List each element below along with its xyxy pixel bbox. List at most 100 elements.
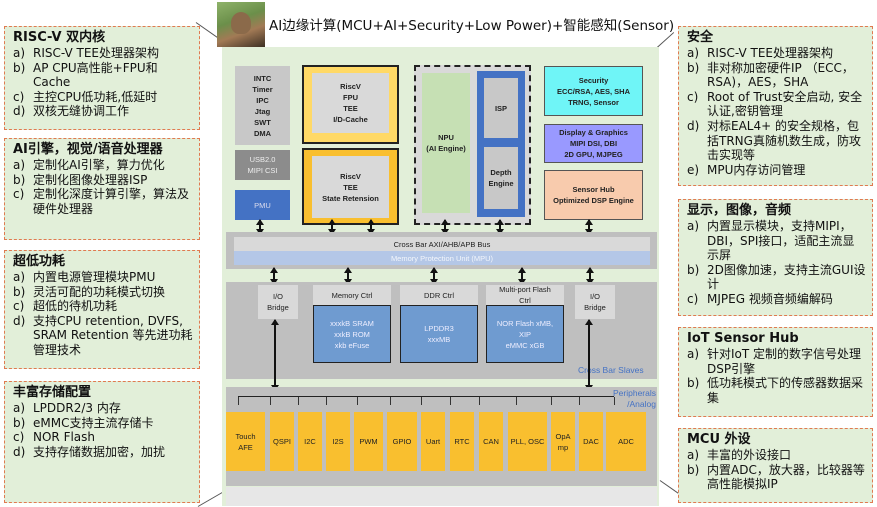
list-item: a)RISC-V TEE处理器架构	[13, 46, 160, 60]
crossbar-slaves-label: Cross Bar Slaves	[578, 365, 644, 375]
mcu-cpu-block: RiscV TEE State Retension	[312, 156, 389, 218]
peripheral-tick	[421, 397, 422, 405]
peripheral-adc: ADC	[606, 412, 646, 471]
list-item: b)定制化图像处理器ISP	[13, 172, 148, 187]
list-item: c)Root of Trust安全启动, 安全认证,密钥管理	[687, 89, 863, 119]
panel-title: RISC-V 双内核	[13, 30, 106, 45]
peripheral-pwm: PWM	[354, 412, 383, 471]
list-item: c)定制化深度计算引擎，算法及硬件处理器	[13, 187, 190, 216]
peripheral-tick	[298, 397, 299, 405]
mpu-block: Memory Protection Unit (MPU)	[234, 251, 650, 265]
peripheral-uart: Uart	[421, 412, 445, 471]
memory-ctrl-detail: xxxkB SRAM xxkB ROM xkb eFuse	[313, 305, 391, 363]
panel-title: MCU 外设	[687, 432, 751, 447]
list-item: c)NOR Flash	[13, 430, 96, 445]
peripheral-tick	[551, 397, 552, 405]
sensor-hub-block: Sensor Hub Optimized DSP Engine	[544, 170, 643, 220]
panel-mcu-peripherals: MCU 外设 a)丰富的外设接口 b)内置ADC，放大器，比较器等高性能模拟IP	[678, 428, 873, 503]
peripheral-i2c: I2C	[298, 412, 322, 471]
panel-title: 丰富存储配置	[13, 385, 92, 400]
list-item: c)超低的待机功耗	[13, 299, 118, 314]
ddr-ctrl-detail: LPDDR3 xxxMB	[400, 305, 478, 363]
peripheral-can: CAN	[479, 412, 503, 471]
panel-storage: 丰富存储配置 a)LPDDR2/3 内存 b)eMMC支持主流存储卡 c)NOR…	[4, 381, 200, 503]
list-item: c)主控CPU低功耗,低延时	[13, 89, 158, 104]
flash-ctrl-detail: NOR Flash xMB, XIP eMMC xGB	[486, 305, 564, 363]
peripheral-touch-afe: Touch AFE	[226, 412, 265, 471]
peripheral-pll-osc: PLL, OSC	[508, 412, 547, 471]
panel-security: 安全 a)RISC-V TEE处理器架构 b)非对称加密硬件IP （ECC，RS…	[678, 26, 873, 186]
list-item: b)灵活可配的功耗模式切换	[13, 284, 166, 299]
panel-display: 显示，图像，音频 a)内置显示模块，支持MIPI，DBI，SPI接口，适配主流显…	[678, 199, 873, 316]
crossbar-bus: Cross Bar AXI/AHB/APB Bus	[234, 237, 650, 251]
list-item: b)2D图像加速，支持主流GUI设计	[687, 262, 866, 292]
peripheral-tick	[326, 397, 327, 405]
list-item: b)非对称加密硬件IP （ECC，RSA)，AES，SHA	[687, 60, 854, 90]
ap-cpu-block: RiscV FPU TEE I/D-Cache	[312, 73, 389, 133]
peripheral-tick	[479, 397, 480, 405]
peripherals-label: Peripherals /Analog	[613, 388, 656, 409]
list-item: d)支持存储数据加密，加扰	[13, 444, 166, 459]
peripheral-dac: DAC	[579, 412, 603, 471]
peripheral-tick	[390, 397, 391, 405]
peripheral-tick	[614, 397, 615, 405]
peripheral-opa-mp: OpA mp	[551, 412, 575, 471]
depth-engine-block: Depth Engine	[484, 147, 518, 209]
system-block: INTC Timer IPC Jtag SWT DMA	[235, 66, 290, 145]
list-item: d)双核无缝协调工作	[13, 104, 130, 119]
display-graphics-block: Display & Graphics MIPI DSI, DBI 2D GPU,…	[544, 124, 643, 163]
peripheral-tick	[238, 397, 239, 405]
bottom-strip	[226, 487, 657, 506]
isp-block: ISP	[484, 78, 518, 138]
io-bridge-left: I/O Bridge	[258, 285, 298, 319]
panel-risc-v: RISC-V 双内核 a)RISC-V TEE处理器架构 b)AP CPU高性能…	[4, 26, 200, 130]
logo	[217, 2, 265, 47]
panel-title: AI引擎，视觉/语音处理器	[13, 142, 163, 157]
connector-line	[197, 491, 225, 507]
npu-block: NPU (AI Engine)	[422, 73, 470, 213]
list-item: a)内置显示模块，支持MIPI，DBI，SPI接口，适配主流显示屏	[687, 219, 855, 263]
peripheral-qspi: QSPI	[270, 412, 294, 471]
peripheral-i2s: I2S	[326, 412, 350, 471]
panel-ai-engine: AI引擎，视觉/语音处理器 a)定制化AI引擎，算力优化 b)定制化图像处理器I…	[4, 138, 200, 240]
list-item: b)AP CPU高性能+FPU和Cache	[13, 60, 158, 90]
panel-title: IoT Sensor Hub	[687, 331, 799, 346]
bridge-arrow	[271, 319, 279, 391]
list-item: a)内置电源管理模块PMU	[13, 270, 156, 284]
panel-sensor-hub: IoT Sensor Hub a)针对IoT 定制的数字信号处理DSP引擎 b)…	[678, 327, 873, 417]
list-item: d)对标EAL4+ 的安全规格，包括TRNG真随机数生成，防攻击实现等	[687, 118, 861, 163]
peripheral-tick	[357, 397, 358, 405]
panel-title: 超低功耗	[13, 254, 66, 269]
peripheral-tick	[450, 397, 451, 405]
list-item: b)内置ADC，放大器，比较器等高性能模拟IP	[687, 462, 865, 492]
list-item: c)MJPEG 视频音频编解码	[687, 291, 833, 306]
peripheral-tick	[270, 397, 271, 405]
peripheral-rtc: RTC	[450, 412, 474, 471]
security-block: Security ECC/RSA, AES, SHA TRNG, Sensor	[544, 66, 643, 116]
peripheral-tick	[579, 397, 580, 405]
memory-ctrl-header: Memory Ctrl	[313, 285, 391, 305]
list-item: a)LPDDR2/3 内存	[13, 401, 121, 415]
list-item: a)定制化AI引擎，算力优化	[13, 158, 165, 172]
ddr-ctrl-header: DDR Ctrl	[400, 285, 478, 305]
usb-block: USB2.0 MIPI CSI	[235, 150, 290, 180]
list-item: d)支持CPU retention, DVFS, SRAM Retention …	[13, 313, 193, 357]
list-item: e)MPU内存访问管理	[687, 162, 806, 177]
pmu-block: PMU	[235, 190, 290, 220]
peripheral-gpio: GPIO	[387, 412, 417, 471]
panel-title: 显示，图像，音频	[687, 203, 792, 218]
bridge-arrow	[585, 319, 593, 391]
list-item: a)丰富的外设接口	[687, 448, 792, 462]
page-title: AI边缘计算(MCU+AI+Security+Low Power)+智能感知(S…	[269, 18, 675, 34]
peripheral-tick	[516, 397, 517, 405]
list-item: b)eMMC支持主流存储卡	[13, 415, 154, 430]
peripheral-bus-line	[238, 396, 614, 397]
list-item: a)针对IoT 定制的数字信号处理DSP引擎	[687, 347, 862, 376]
io-bridge-right: I/O Bridge	[575, 285, 615, 319]
list-item: a)RISC-V TEE处理器架构	[687, 46, 834, 60]
panel-low-power: 超低功耗 a)内置电源管理模块PMU b)灵活可配的功耗模式切换 c)超低的待机…	[4, 250, 200, 369]
flash-ctrl-header: Multi-port Flash Ctrl	[486, 285, 564, 305]
panel-title: 安全	[687, 30, 714, 45]
sparrow-photo-icon	[231, 12, 251, 34]
list-item: b)低功耗模式下的传感器数据采集	[687, 376, 864, 405]
